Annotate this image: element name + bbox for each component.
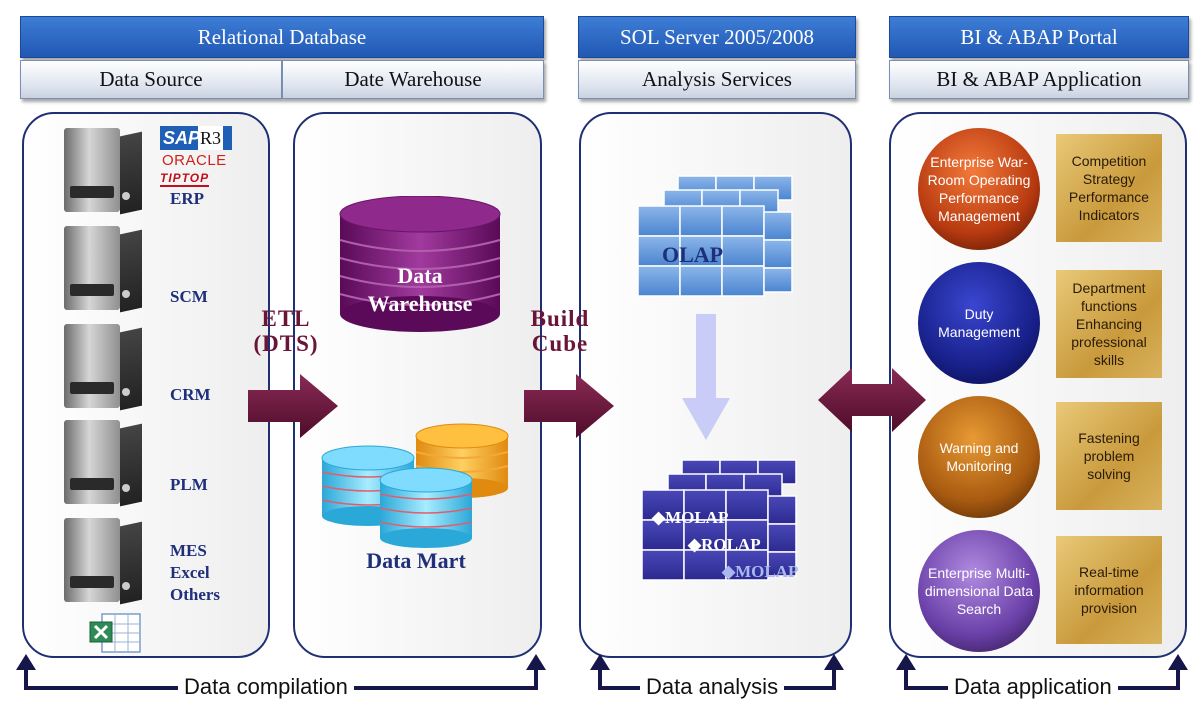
- app-circle-duty-text: Duty Management: [938, 306, 1020, 340]
- scm-label: SCM: [170, 287, 208, 306]
- erp-label: ERP: [170, 189, 204, 208]
- data-warehouse-title: Data Warehouse: [338, 262, 502, 318]
- build-cube-line1: Build: [530, 306, 590, 331]
- footer-data-compilation: Data compilation: [178, 674, 354, 700]
- sap-text: SAP: [163, 128, 201, 148]
- header-data-source-label: Data Source: [99, 67, 203, 91]
- etl-label-line2: (DTS): [253, 331, 319, 356]
- tiptop-text: TIPTOP: [160, 171, 210, 185]
- header-relational-database: Relational Database: [20, 16, 544, 58]
- data-warehouse-line1: Data: [397, 263, 443, 288]
- data-mart-label: Data Mart: [366, 548, 466, 573]
- olap-cube-icon: [637, 175, 793, 297]
- header-date-warehouse-label: Date Warehouse: [344, 67, 482, 91]
- app-circle-search: Enterprise Multi-dimensional Data Search: [918, 530, 1040, 652]
- footer-data-application: Data application: [948, 674, 1118, 700]
- crm-server-icon: [58, 320, 144, 412]
- erp-server-icon: [58, 124, 144, 216]
- data-mart-cylinders-icon: [321, 423, 509, 548]
- app-box-fastening-text: Fastening problem solving: [1078, 430, 1140, 482]
- build-cube-line2: Cube: [531, 331, 589, 356]
- scm-server-icon: [58, 222, 144, 314]
- data-warehouse-cylinder-icon: [339, 196, 501, 332]
- app-circle-war-room: Enterprise War-Room Operating Performanc…: [918, 128, 1040, 250]
- header-analysis-services-label: Analysis Services: [642, 67, 792, 91]
- build-cube-label: Build Cube: [520, 306, 600, 356]
- header-sql-server: SOL Server 2005/2008: [578, 16, 856, 58]
- olap-label: OLAP: [662, 242, 724, 267]
- header-data-source: Data Source: [20, 60, 282, 99]
- header-analysis-services: Analysis Services: [578, 60, 856, 99]
- molap-label-2: ◆MOLAP: [722, 562, 799, 581]
- down-arrow-icon: [682, 314, 730, 440]
- bidirectional-arrow-icon: [818, 368, 926, 432]
- molap-cube-icon: [641, 459, 797, 581]
- app-box-department: Department functions Enhancing professio…: [1056, 270, 1162, 378]
- header-bi-application: BI & ABAP Application: [889, 60, 1189, 99]
- mes-label: MES: [170, 541, 207, 560]
- app-circle-warning: Warning and Monitoring: [918, 396, 1040, 518]
- app-box-department-text: Department functions Enhancing professio…: [1071, 280, 1147, 368]
- app-box-realtime: Real-time information provision: [1056, 536, 1162, 644]
- plm-server-icon: [58, 416, 144, 508]
- data-warehouse-line2: Warehouse: [367, 291, 473, 316]
- excel-file-icon: [89, 613, 141, 653]
- crm-label: CRM: [170, 385, 211, 404]
- rolap-label: ◆ROLAP: [688, 535, 761, 554]
- app-box-competition: Competition Strategy Performance Indicat…: [1056, 134, 1162, 242]
- mes-server-icon: [58, 514, 144, 606]
- header-bi-portal-label: BI & ABAP Portal: [960, 24, 1118, 49]
- header-bi-application-label: BI & ABAP Application: [936, 67, 1142, 91]
- header-relational-database-label: Relational Database: [197, 24, 367, 49]
- plm-label: PLM: [170, 475, 208, 494]
- tiptop-logo: TIPTOP: [160, 171, 210, 187]
- app-box-competition-text: Competition Strategy Performance Indicat…: [1068, 153, 1150, 223]
- footer-data-analysis: Data analysis: [640, 674, 785, 700]
- excel-label: Excel: [170, 563, 210, 582]
- app-circle-war-room-text: Enterprise War-Room Operating Performanc…: [927, 154, 1031, 224]
- etl-label: ETL (DTS): [246, 306, 326, 356]
- header-bi-portal: BI & ABAP Portal: [889, 16, 1189, 58]
- header-sql-server-label: SOL Server 2005/2008: [619, 24, 815, 49]
- app-circle-search-text: Enterprise Multi-dimensional Data Search: [924, 565, 1034, 617]
- header-date-warehouse: Date Warehouse: [282, 60, 544, 99]
- build-cube-arrow-icon: [524, 374, 614, 438]
- etl-arrow-icon: [248, 374, 338, 438]
- app-box-fastening: Fastening problem solving: [1056, 402, 1162, 510]
- molap-label-1: ◆MOLAP: [652, 508, 729, 527]
- panel-data-source: [22, 112, 270, 658]
- etl-label-line1: ETL: [261, 306, 311, 331]
- others-label: Others: [170, 585, 221, 604]
- app-circle-duty: Duty Management: [918, 262, 1040, 384]
- r3-text: R3: [198, 126, 224, 150]
- oracle-text: ORACLE: [162, 152, 227, 169]
- app-box-realtime-text: Real-time information provision: [1074, 564, 1144, 616]
- oracle-logo: ORACLE: [162, 152, 227, 169]
- app-circle-warning-text: Warning and Monitoring: [939, 440, 1019, 474]
